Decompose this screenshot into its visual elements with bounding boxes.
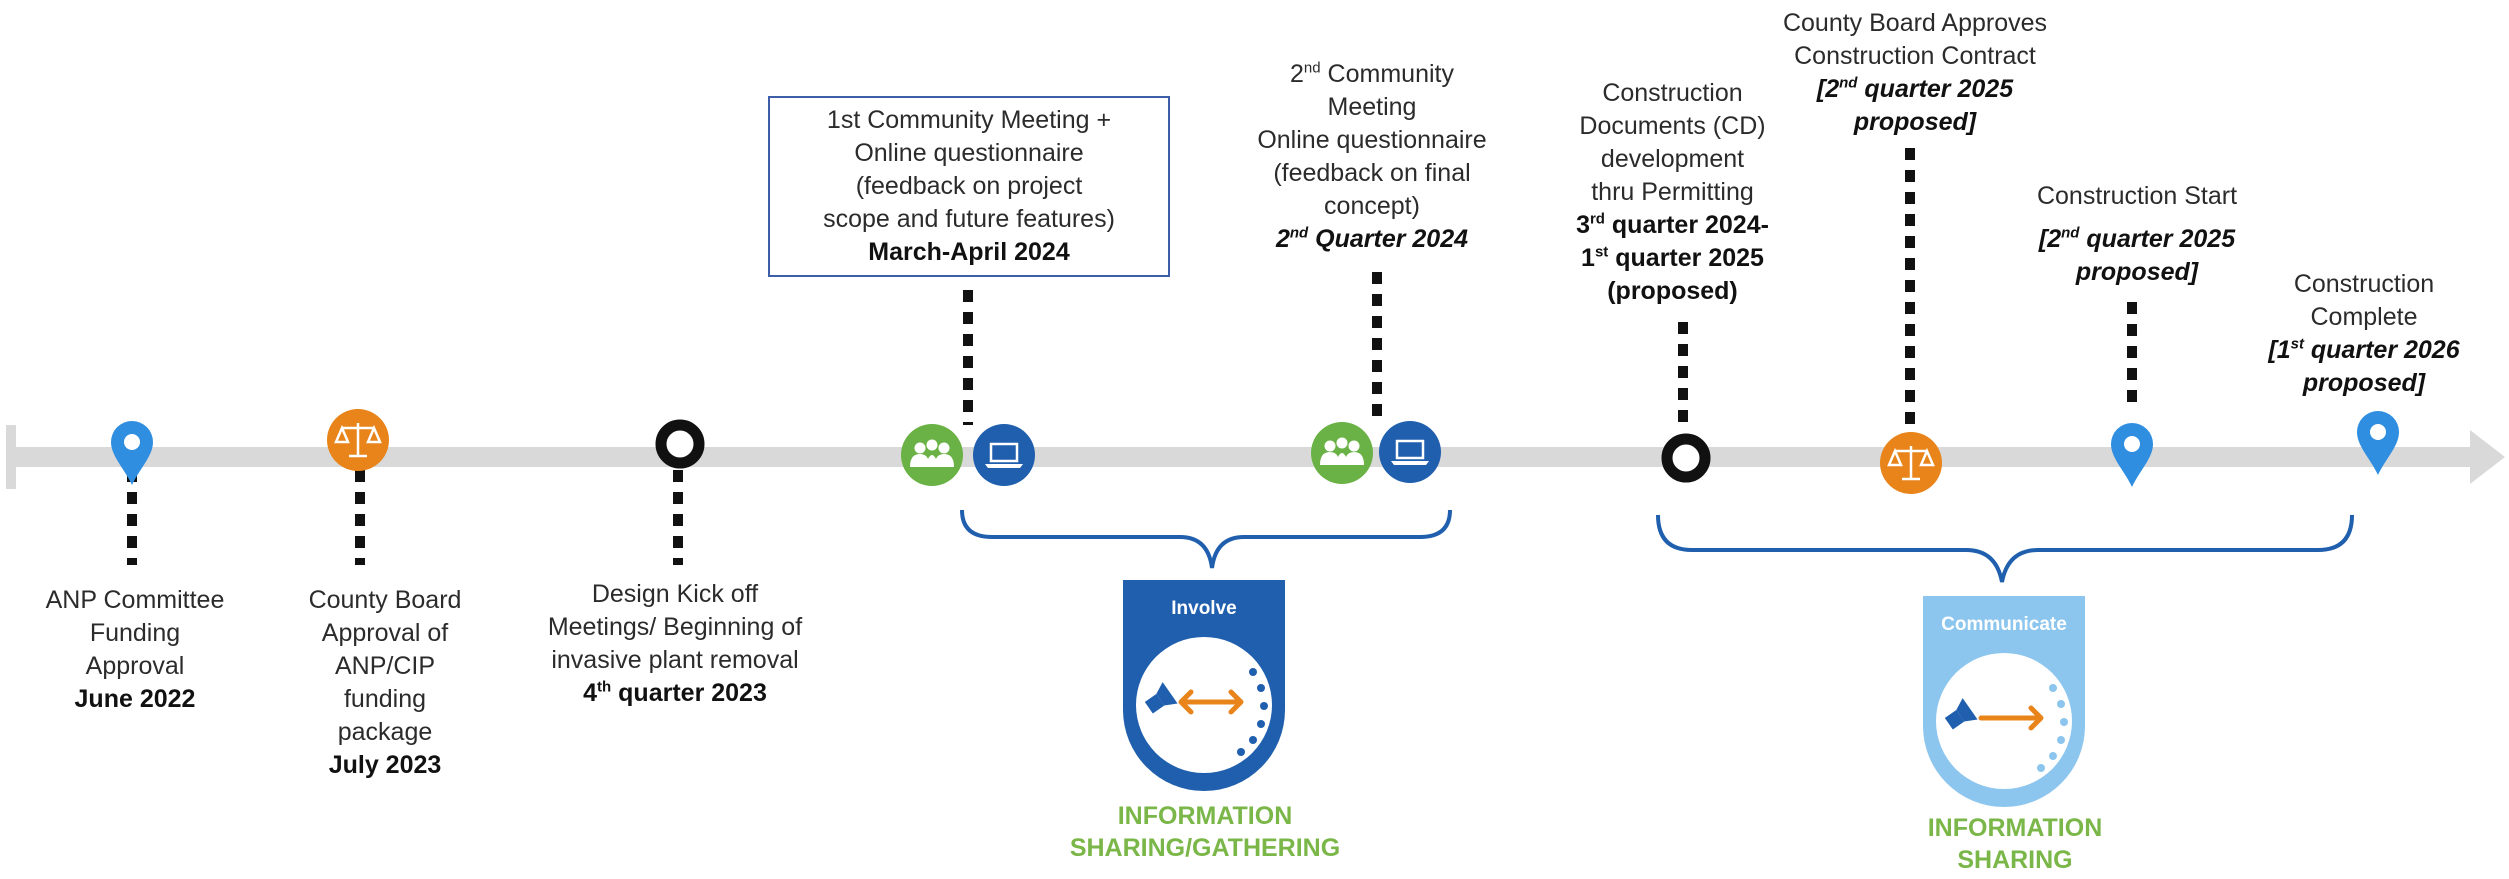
communicate-brace xyxy=(1656,514,2354,583)
milestone-line: ANP Committee xyxy=(45,586,225,614)
milestone-date: proposed] xyxy=(1853,108,1977,136)
milestone-date: 2nd Quarter 2024 xyxy=(1275,224,1469,253)
milestone-line: package xyxy=(337,718,433,746)
milestone-line: Approval xyxy=(85,652,185,680)
milestone-line: Meetings/ Beginning of xyxy=(547,613,803,641)
involve-shield-icon: Involve xyxy=(1123,580,1285,791)
community-group-icon xyxy=(1311,422,1373,484)
milestone-line: Construction Contract xyxy=(1794,42,2036,70)
milestone-date: March-April 2024 xyxy=(868,238,1070,266)
involve-phase-caption: INFORMATION SHARING/GATHERING xyxy=(1030,800,1380,864)
milestone-construction-start: Construction Start [2nd quarter 2025 pro… xyxy=(2002,180,2272,289)
caption-line: INFORMATION xyxy=(1117,802,1293,830)
milestone-line: (feedback on final xyxy=(1273,159,1471,187)
involve-brace xyxy=(960,509,1452,569)
milestone-line: Construction xyxy=(1602,79,1743,107)
milestone-line: Funding xyxy=(89,619,181,647)
milestone-line: scope and future features) xyxy=(823,205,1115,233)
milestone-line: (feedback on project xyxy=(855,172,1083,200)
milestone-date: June 2022 xyxy=(74,685,196,713)
milestone-line: concept) xyxy=(1324,192,1420,220)
megaphone-icon xyxy=(1944,698,1978,730)
milestone-date: (proposed) xyxy=(1607,277,1738,305)
ring-icon xyxy=(1661,433,1711,483)
milestone-line: funding xyxy=(343,685,427,713)
caption-line: INFORMATION xyxy=(1927,814,2103,842)
right-arrow-icon xyxy=(1978,705,2044,731)
milestone-line: Documents (CD) xyxy=(1579,112,1766,140)
laptop-icon xyxy=(973,424,1035,486)
milestone-date: proposed] xyxy=(2075,258,2199,286)
shield-dots xyxy=(1237,668,1268,756)
double-arrow-icon xyxy=(1178,689,1244,715)
milestone-date: [2nd quarter 2025 xyxy=(2038,224,2236,253)
milestone-date: proposed] xyxy=(2302,369,2426,397)
milestone-county-board-approval: County Board Approval of ANP/CIP funding… xyxy=(270,584,500,782)
scales-icon xyxy=(1880,432,1942,494)
milestone-line: Meeting xyxy=(1327,93,1417,121)
communicate-shield-label: Communicate xyxy=(1941,614,2067,635)
communicate-shield-icon: Communicate xyxy=(1923,596,2085,807)
milestone-first-community-meeting: 1st Community Meeting + Online questionn… xyxy=(768,96,1170,277)
milestone-date: [2nd quarter 2025 xyxy=(1816,74,2014,103)
milestone-line: thru Permitting xyxy=(1591,178,1754,206)
ring-icon xyxy=(655,419,705,469)
milestone-date: 3rd quarter 2024- xyxy=(1576,210,1769,239)
involve-shield-label: Involve xyxy=(1171,598,1236,619)
caption-line: SHARING/GATHERING xyxy=(1069,834,1341,862)
milestone-date: 1st quarter 2025 xyxy=(1581,243,1764,272)
milestone-construction-documents: Construction Documents (CD) development … xyxy=(1540,77,1805,308)
milestone-anp-funding: ANP Committee Funding Approval June 2022 xyxy=(15,584,255,716)
connectors xyxy=(127,148,2137,565)
milestone-construction-complete: Construction Complete [1st quarter 2026 … xyxy=(2248,268,2480,400)
caption-line: SHARING xyxy=(1957,846,2073,874)
milestone-date: [1st quarter 2026 xyxy=(2268,335,2460,364)
communicate-phase-caption: INFORMATION SHARING xyxy=(1880,812,2150,876)
milestone-date: July 2023 xyxy=(328,751,442,779)
milestone-line: County Board xyxy=(308,586,462,614)
scales-icon xyxy=(327,409,389,471)
shield-dots xyxy=(2037,684,2068,772)
milestone-line: Online questionnaire xyxy=(1257,126,1487,154)
milestone-date: 4th quarter 2023 xyxy=(583,678,767,707)
milestone-line: 2nd Community xyxy=(1290,59,1454,88)
milestone-line: development xyxy=(1600,145,1745,173)
timeline-arrowhead xyxy=(2470,430,2505,484)
timeline-start-cap xyxy=(6,425,16,489)
milestone-second-community-meeting: 2nd Community Meeting Online questionnai… xyxy=(1222,58,1522,256)
milestone-line: Design Kick off xyxy=(591,580,759,608)
milestone-line: Construction xyxy=(2293,270,2435,298)
milestone-line: County Board Approves xyxy=(1782,9,2048,37)
milestone-line: invasive plant removal xyxy=(551,646,799,674)
laptop-icon xyxy=(1379,421,1441,483)
milestone-line: Online questionnaire xyxy=(854,139,1084,167)
timeline-axis xyxy=(10,447,2480,467)
map-pin-icon xyxy=(2357,411,2399,475)
milestone-line: ANP/CIP xyxy=(334,652,436,680)
map-pin-icon xyxy=(111,421,153,485)
milestone-line: Construction Start xyxy=(2036,182,2238,210)
milestone-design-kickoff: Design Kick off Meetings/ Beginning of i… xyxy=(515,578,835,710)
milestone-line: 1st Community Meeting + xyxy=(826,106,1112,134)
milestone-line: Complete xyxy=(2310,303,2418,331)
milestone-line: Approval of xyxy=(321,619,449,647)
milestone-contract-approval: County Board Approves Construction Contr… xyxy=(1750,7,2080,139)
megaphone-icon xyxy=(1144,682,1178,714)
map-pin-icon xyxy=(2111,423,2153,487)
community-group-icon xyxy=(901,424,963,486)
